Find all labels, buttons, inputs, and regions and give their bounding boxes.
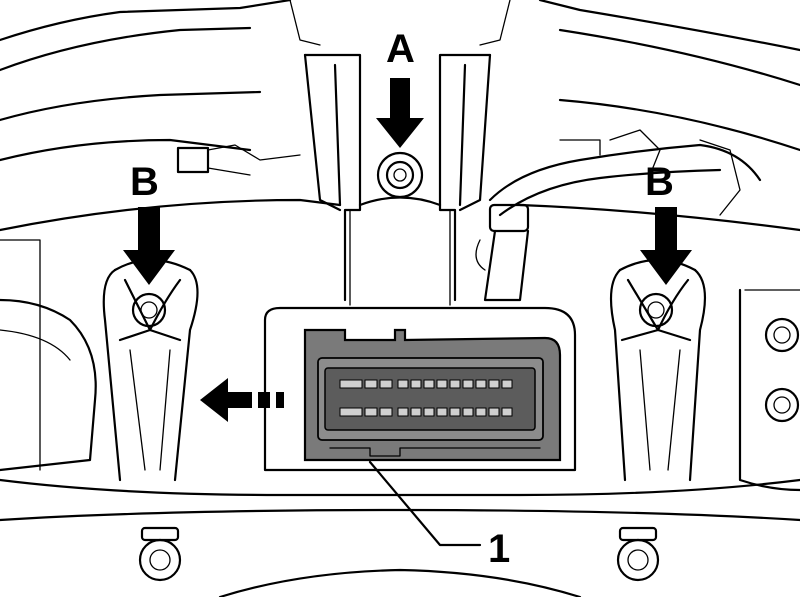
control-module [303,328,562,462]
module-mounting-plate [263,306,577,472]
arrow-down-icon [123,207,175,285]
bolt-icon [764,317,800,353]
bolt-icon [376,151,424,199]
center-bracket [289,0,511,306]
bolt-icon [764,387,800,423]
right-bracket [609,258,707,482]
bolt-icon [131,292,167,328]
callout-part-1: 1 [488,527,510,571]
callout-a: A [386,27,415,71]
left-bracket [102,258,199,482]
bolt-icon [616,526,660,582]
clip-left [176,144,301,176]
connector-pins [339,379,513,417]
callout-b-right: B [645,160,674,204]
arrow-down-icon [376,78,424,148]
bolt-icon [638,292,674,328]
callout-b-left: B [130,160,159,204]
arrow-left-dashed-icon [200,378,284,422]
wiring-harness [475,129,762,302]
bolt-icon [138,526,182,582]
leader-line-1 [368,460,482,547]
arrow-down-icon [640,207,692,285]
